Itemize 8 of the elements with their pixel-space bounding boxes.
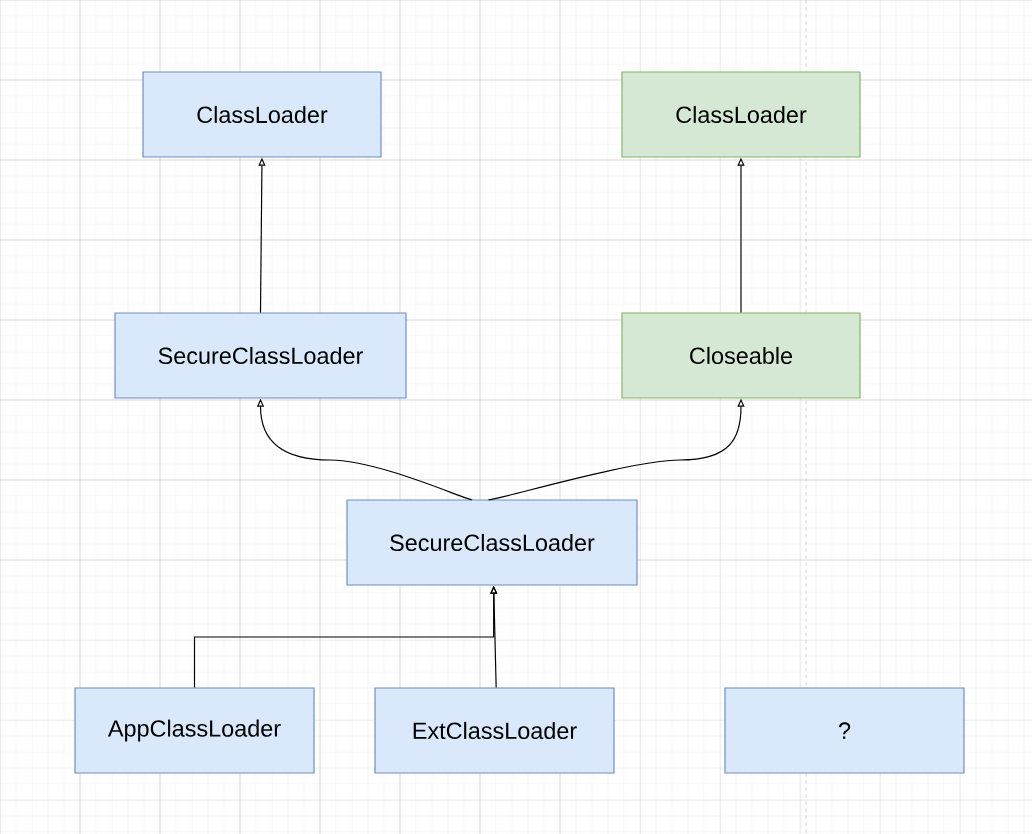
class-box: ClassLoader [621, 71, 861, 158]
class-box: ClassLoader [142, 71, 382, 158]
class-box: Closeable [621, 312, 861, 399]
class-box: AppClassLoader [74, 687, 315, 774]
class-box: ? [724, 687, 965, 774]
class-box: SecureClassLoader [346, 499, 638, 586]
class-box: ExtClassLoader [374, 687, 615, 774]
class-box: SecureClassLoader [114, 312, 407, 399]
